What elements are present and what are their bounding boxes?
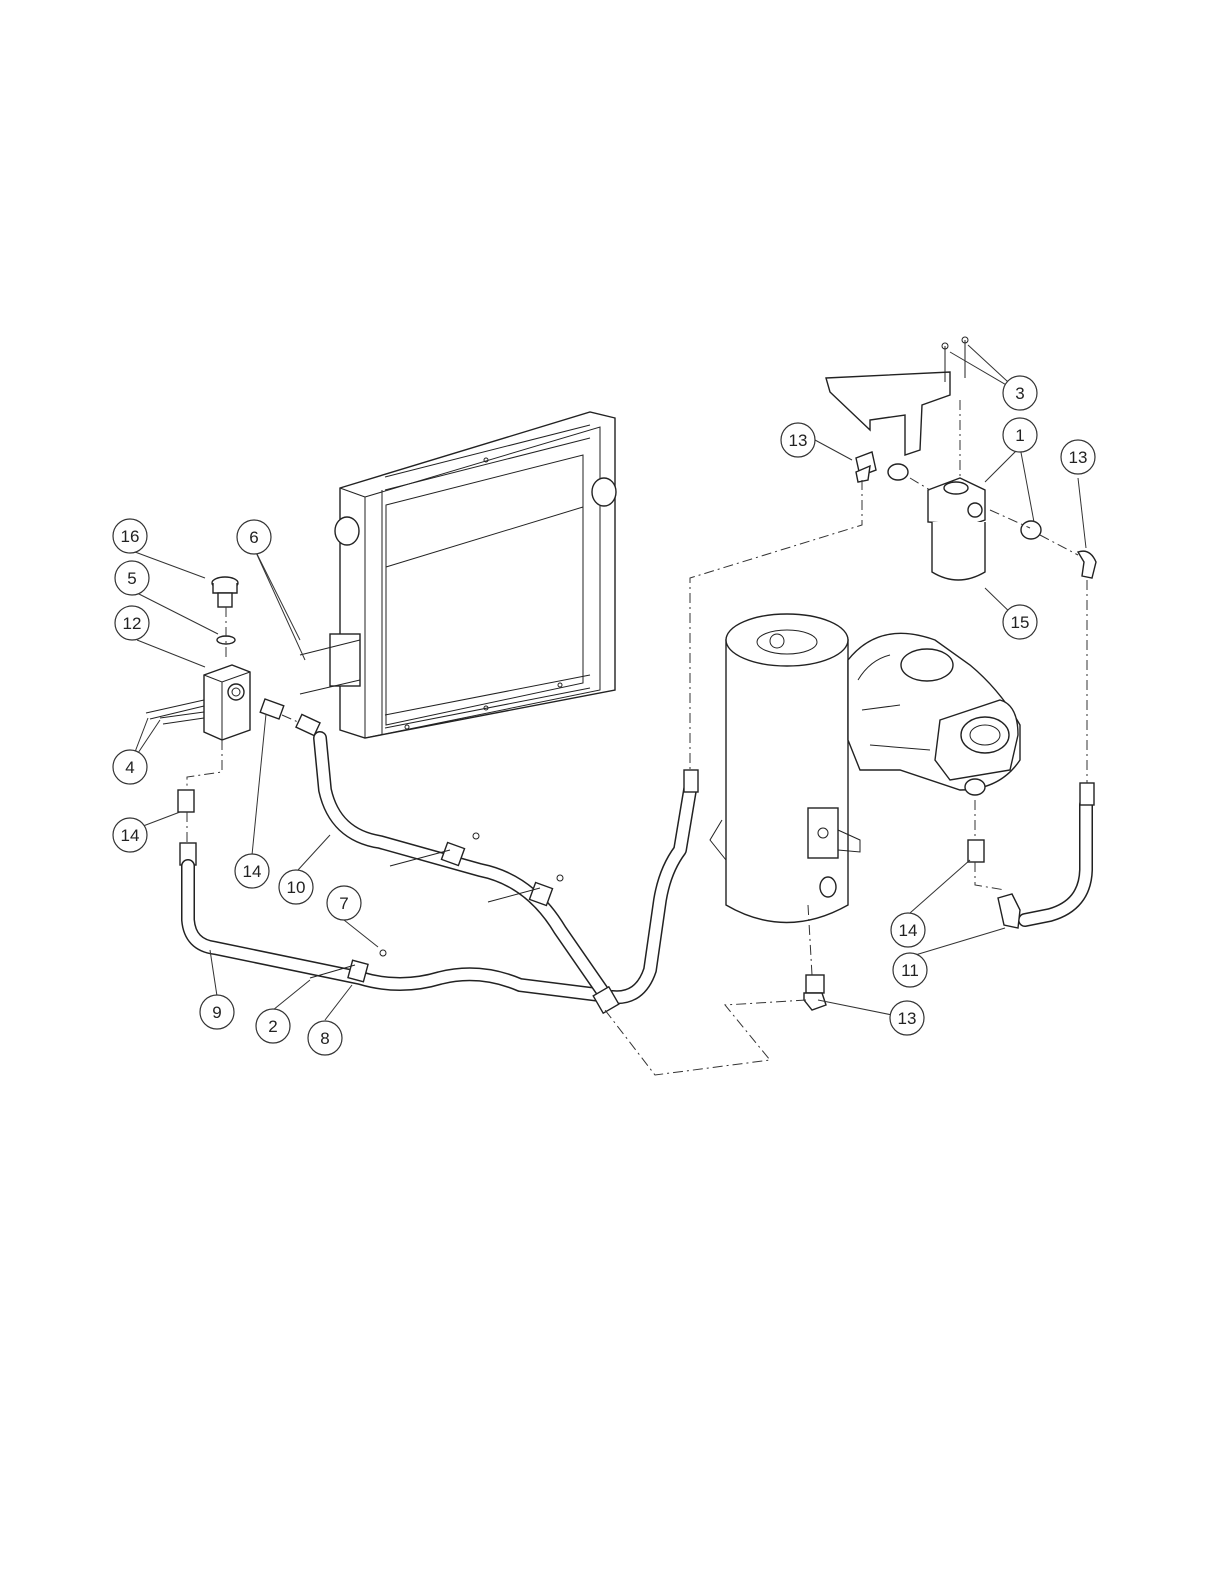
hose-11 — [998, 783, 1094, 928]
hose-to-receiver — [593, 770, 698, 1013]
callout-1-label: 1 — [1015, 426, 1024, 445]
callout-16: 16 — [113, 519, 147, 553]
oil-cooler — [300, 412, 616, 738]
hose-10 — [320, 738, 605, 995]
callout-13c-label: 13 — [898, 1009, 917, 1028]
callout-8: 8 — [308, 1021, 342, 1055]
oil-filter-bracket — [826, 337, 968, 455]
callout-14b-label: 14 — [243, 862, 262, 881]
callout-10-label: 10 — [287, 878, 306, 897]
callout-14a-label: 14 — [121, 826, 140, 845]
oil-filter — [928, 478, 985, 580]
callout-7-label: 7 — [339, 894, 348, 913]
manifold-block — [146, 665, 250, 740]
callout-9-label: 9 — [212, 1003, 221, 1022]
callout-5: 5 — [115, 561, 149, 595]
callout-6-label: 6 — [249, 528, 258, 547]
callout-13-filter-outlet: 13 — [1061, 440, 1095, 474]
callout-7: 7 — [327, 886, 361, 920]
callout-4: 4 — [113, 750, 147, 784]
callout-14-manifold: 14 — [235, 854, 269, 888]
callout-13a-label: 13 — [789, 431, 808, 450]
airend-compressor — [848, 633, 1020, 862]
callout-11-label: 11 — [901, 961, 919, 980]
callout-14-airend: 14 — [891, 913, 925, 947]
callout-14c-label: 14 — [899, 921, 918, 940]
callout-11: 11 — [893, 953, 927, 987]
callout-14-left: 14 — [113, 818, 147, 852]
callout-15-label: 15 — [1011, 613, 1030, 632]
plug-and-oring — [212, 577, 238, 644]
callout-15: 15 — [1003, 605, 1037, 639]
callout-4-label: 4 — [125, 758, 134, 777]
callout-13-filter-inlet: 13 — [781, 423, 815, 457]
callout-3: 3 — [1003, 376, 1037, 410]
callout-5-label: 5 — [127, 569, 136, 588]
callout-1: 1 — [1003, 418, 1037, 452]
callout-8-label: 8 — [320, 1029, 329, 1048]
callout-12: 12 — [115, 606, 149, 640]
callout-12-label: 12 — [123, 614, 142, 633]
receiver-tank — [710, 614, 860, 1010]
callout-2-label: 2 — [268, 1017, 277, 1036]
callout-6: 6 — [237, 520, 271, 554]
callout-16-label: 16 — [121, 527, 140, 546]
callout-9: 9 — [200, 995, 234, 1029]
callout-3-label: 3 — [1015, 384, 1024, 403]
callout-13b-label: 13 — [1069, 448, 1088, 467]
callout-13-tank-drain: 13 — [890, 1001, 924, 1035]
callout-10: 10 — [279, 870, 313, 904]
callout-2: 2 — [256, 1009, 290, 1043]
